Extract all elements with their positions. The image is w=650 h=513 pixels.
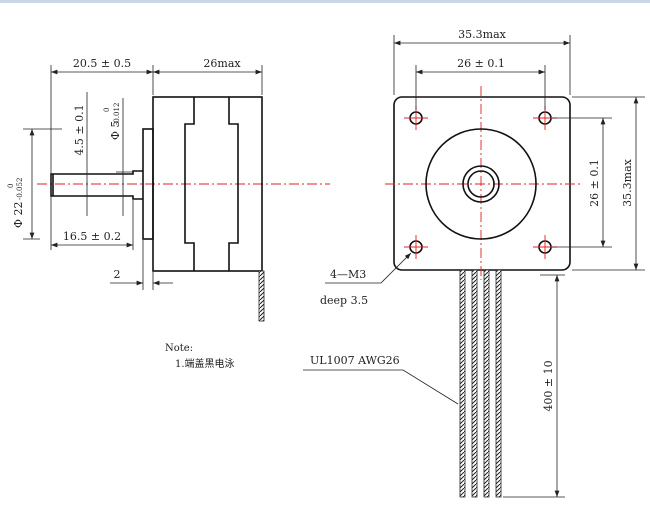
note-title: Note: bbox=[165, 343, 193, 354]
dim-hole-spacing-h: 26 ± 0.1 bbox=[457, 57, 505, 70]
faceplate bbox=[393, 96, 571, 271]
wire-leader bbox=[303, 369, 459, 405]
side-view: 20.5 ± 0.5 26max 4.5 ± 0.1 Φ 5 0 -0.012 … bbox=[7, 57, 330, 322]
dim-flange-thk: 2 bbox=[114, 268, 121, 281]
stator-outline bbox=[184, 97, 239, 271]
notes: Note: 1.端盖黑电泳 bbox=[165, 343, 235, 370]
lead-wire bbox=[258, 270, 265, 322]
dim-wire-length: 400 ± 10 bbox=[542, 360, 555, 411]
dim-body: 26max bbox=[203, 57, 241, 70]
dim-shaft-tol-top: 0 bbox=[103, 108, 111, 112]
boss-circle bbox=[425, 128, 537, 240]
dim-length: 20.5 ± 0.5 bbox=[73, 57, 131, 70]
dim-shaft-len: 16.5 ± 0.2 bbox=[63, 230, 121, 243]
front-view: 35.3max 26 ± 0.1 26 ± 0.1 35.3max 400 ± … bbox=[303, 28, 645, 498]
shaft bbox=[50, 170, 143, 200]
dim-flange-tol-bottom: -0.052 bbox=[16, 178, 24, 200]
top-band bbox=[0, 0, 650, 3]
flange bbox=[142, 128, 154, 240]
dim-shaft-tol-bottom: -0.012 bbox=[113, 103, 121, 125]
dim-flat: 4.5 ± 0.1 bbox=[73, 104, 86, 155]
hole-depth: deep 3.5 bbox=[320, 294, 368, 307]
hole-leader bbox=[325, 252, 412, 284]
dim-width: 35.3max bbox=[458, 28, 506, 41]
dim-shaft-dia: Φ 5 bbox=[109, 120, 122, 140]
note-item: 1.端盖黑电泳 bbox=[175, 357, 235, 370]
lead-wires bbox=[459, 269, 502, 498]
bearing-circle bbox=[462, 165, 500, 203]
shaft-circle bbox=[467, 170, 495, 198]
dim-height: 35.3max bbox=[621, 158, 634, 206]
dim-flange-dia: Φ 22 bbox=[12, 201, 25, 228]
hole-label: 4—M3 bbox=[330, 268, 366, 281]
wire-label: UL1007 AWG26 bbox=[310, 354, 400, 367]
dim-flange-tol-top: 0 bbox=[7, 184, 15, 188]
dim-hole-spacing-v: 26 ± 0.1 bbox=[588, 159, 601, 207]
